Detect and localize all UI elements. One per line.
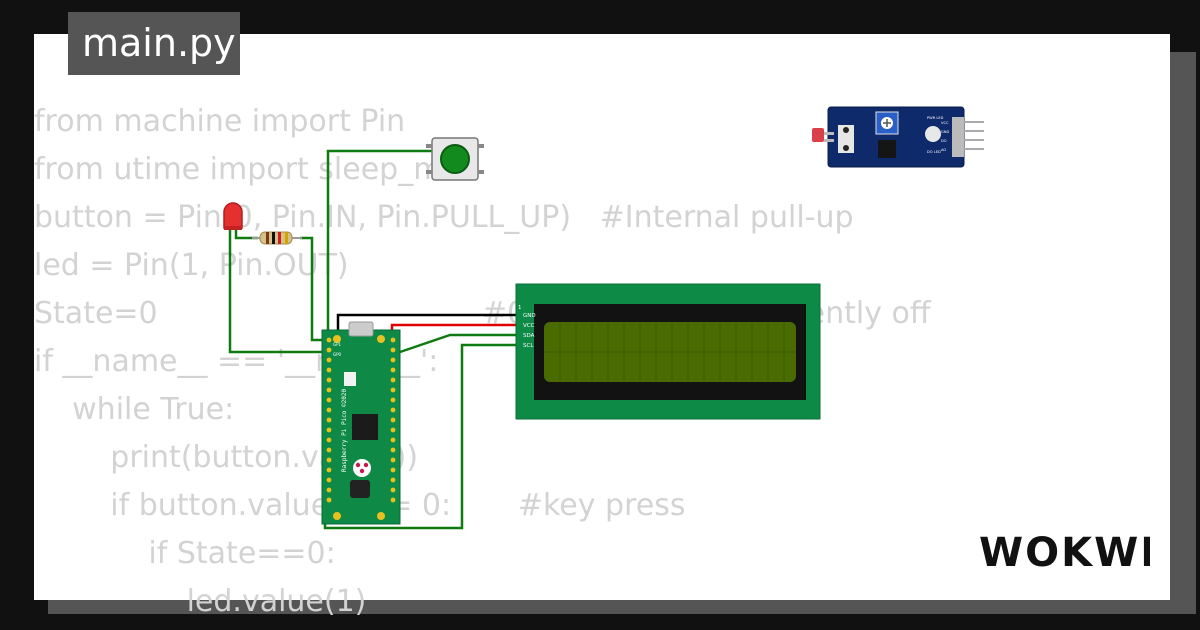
sensor-pwr-led-label: PWR LED [927,116,944,120]
red-led[interactable] [223,202,243,230]
pico-pin-gp0: GP0 [333,352,342,357]
lcd-pin-sda: SDA [523,333,535,339]
lcd-pin-scl: SCL [523,343,534,349]
wokwi-logo: WOKWI [979,530,1150,576]
lcd-pin-vcc: VCC [523,323,535,329]
pico-label: Raspberry Pi Pico ©2020 [341,389,348,472]
sensor-pin-gnd: GND [941,130,949,134]
code-line: from machine import Pin [34,104,406,139]
code-line: if State==0: [34,536,336,571]
push-button[interactable] [426,137,484,181]
lcd-pin-1: 1 [518,305,522,311]
sensor-pin-ao: AO [941,148,946,152]
code-line: while True: [34,392,235,427]
light-sensor-module[interactable]: VCC GND DO AO PWR LED DO LED [812,106,984,168]
wire-led-resistor[interactable] [234,228,258,240]
lcd-pin-gnd: GND [523,313,536,319]
sensor-do-led-label: DO LED [927,150,941,154]
pico-pin-gp1: GP1 [333,342,342,347]
sensor-pin-vcc: VCC [941,121,949,125]
sensor-pin-labels: VCC GND DO AO PWR LED DO LED [927,116,949,154]
pico-pin-holes [326,337,396,503]
lcd-char-grid [544,322,796,382]
lcd-display[interactable]: 1 GND VCC SDA SCL [515,283,821,420]
wire-lcd-sda[interactable] [399,333,518,354]
wokwi-logo-text: WOKWI [979,530,1150,576]
raspberry-pi-pico[interactable]: Raspberry Pi Pico ©2020 GP0 GP1 [321,321,401,525]
sensor-pin-do: DO [941,139,947,143]
resistor[interactable] [252,231,302,245]
code-line: led.value(1) [34,584,367,619]
file-tab[interactable]: main.py [68,12,240,75]
wire-button-green[interactable] [326,149,432,337]
code-line: button = Pin(0, Pin.IN, Pin.PULL_UP) #In… [34,200,854,235]
raspberry-logo [353,459,371,477]
wire-led-gnd[interactable] [228,225,338,354]
lcd-pin-labels: 1 GND VCC SDA SCL [518,305,536,349]
wire-resistor[interactable] [300,236,338,342]
